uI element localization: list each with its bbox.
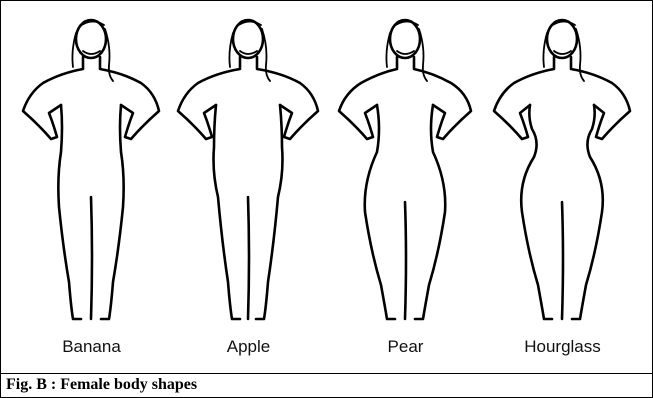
pear-silhouette-icon: [327, 7, 484, 337]
pear-label: Pear: [327, 337, 484, 357]
figure-frame: Banana Apple: [0, 0, 653, 374]
banana-silhouette-icon: [13, 7, 170, 337]
figure-caption: Fig. B : Female body shapes: [0, 373, 653, 398]
apple-figure: Apple: [170, 7, 327, 371]
pear-figure: Pear: [327, 7, 484, 371]
illustration-panel: Banana Apple: [13, 7, 641, 371]
banana-figure: Banana: [13, 7, 170, 371]
apple-label: Apple: [170, 337, 327, 357]
banana-label: Banana: [13, 337, 170, 357]
caption-text: Fig. B : Female body shapes: [6, 376, 197, 394]
hourglass-silhouette-icon: [484, 7, 641, 337]
hourglass-figure: Hourglass: [484, 7, 641, 371]
hourglass-label: Hourglass: [484, 337, 641, 357]
apple-silhouette-icon: [170, 7, 327, 337]
